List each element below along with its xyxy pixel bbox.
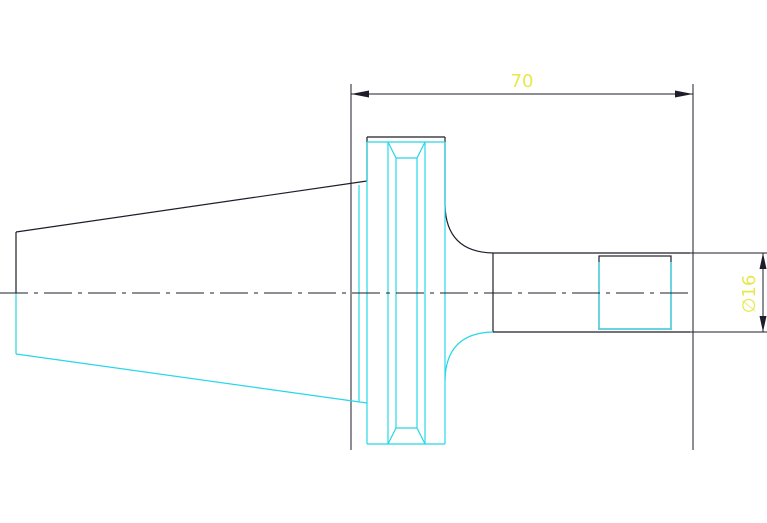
arrow-right bbox=[675, 90, 693, 98]
fillet-lower bbox=[444, 331, 494, 381]
part-outline bbox=[15, 136, 690, 333]
arrow-left bbox=[351, 90, 369, 98]
taper-bottom-edge bbox=[15, 353, 368, 404]
arrow-up bbox=[759, 253, 767, 269]
taper-top-edge bbox=[15, 180, 368, 233]
v-groove-bottom bbox=[387, 427, 426, 445]
dim-diameter-label: ∅16 bbox=[739, 275, 760, 314]
arrow-down bbox=[759, 316, 767, 332]
dim-length-label: 70 bbox=[511, 71, 534, 92]
cyan-geometry bbox=[15, 141, 672, 445]
dimension-arrows bbox=[351, 90, 767, 332]
fillet-upper bbox=[444, 204, 494, 254]
v-groove-top bbox=[387, 141, 426, 159]
dimension-lines bbox=[350, 84, 767, 450]
